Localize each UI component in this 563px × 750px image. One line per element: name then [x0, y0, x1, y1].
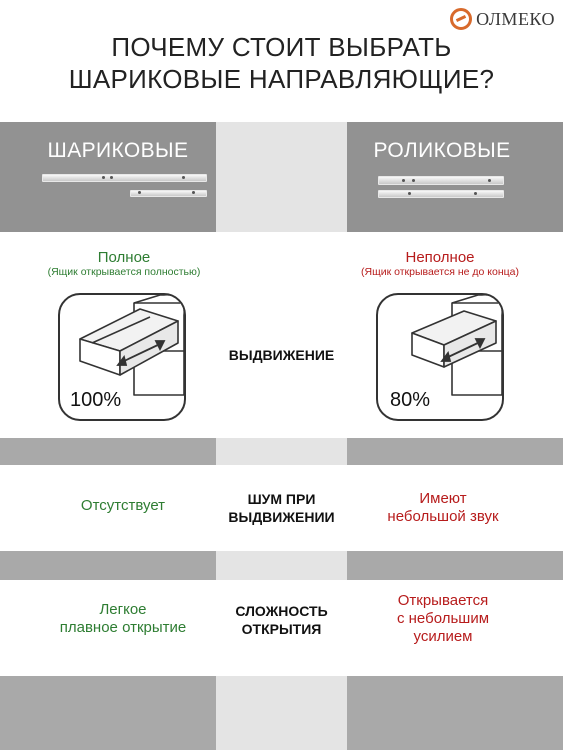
right-noise-value-2: небольшой звук [387, 508, 499, 525]
row-label-difficulty-1: СЛОЖНОСТЬ [235, 603, 328, 619]
brand-name: ОЛМЕКО [476, 8, 555, 29]
roller-slide-icon [378, 172, 506, 202]
row-label-difficulty-2: ОТКРЫТИЯ [241, 621, 322, 637]
left-difficulty-value-2: плавное открытие [59, 619, 187, 636]
right-difficulty-value-1: Открывается [397, 592, 489, 609]
row-label-extension: ВЫДВИЖЕНИЕ [228, 347, 335, 363]
row-label-noise-2: ВЫДВИЖЕНИИ [228, 509, 335, 525]
page-title-line-2: ШАРИКОВЫЕ НАПРАВЛЯЮЩИЕ? [68, 64, 495, 94]
left-extension-note: (Ящик открывается полностью) [47, 266, 201, 278]
right-extension-percent: 80% [390, 389, 431, 411]
row-label-noise-1: ШУМ ПРИ [247, 491, 316, 507]
brand-logo: ОЛМЕКО [450, 8, 555, 30]
left-extension-value: Полное [97, 249, 151, 266]
right-difficulty-value-3: усилием [413, 628, 473, 645]
row-difficulty [0, 580, 563, 676]
ball-bearing-slide-icon [42, 172, 207, 202]
left-extension-percent: 100% [70, 389, 122, 411]
logo-icon [450, 8, 473, 30]
left-difficulty-value-1: Легкое [99, 601, 147, 618]
full-extension-drawer-icon: 100% [58, 293, 186, 421]
right-column-title: РОЛИКОВЫЕ [373, 139, 511, 162]
right-extension-note: (Ящик открывается не до конца) [361, 266, 519, 278]
right-difficulty-value-2: с небольшим [396, 610, 490, 627]
left-column-title: ШАРИКОВЫЕ [47, 139, 189, 162]
left-noise-value: Отсутствует [80, 497, 166, 514]
partial-extension-drawer-icon: 80% [376, 293, 504, 421]
row-noise [0, 465, 563, 551]
page-title-line-1: ПОЧЕМУ СТОИТ ВЫБРАТЬ [111, 32, 452, 62]
right-extension-value: Неполное [405, 249, 475, 266]
right-noise-value-1: Имеют [419, 490, 467, 507]
